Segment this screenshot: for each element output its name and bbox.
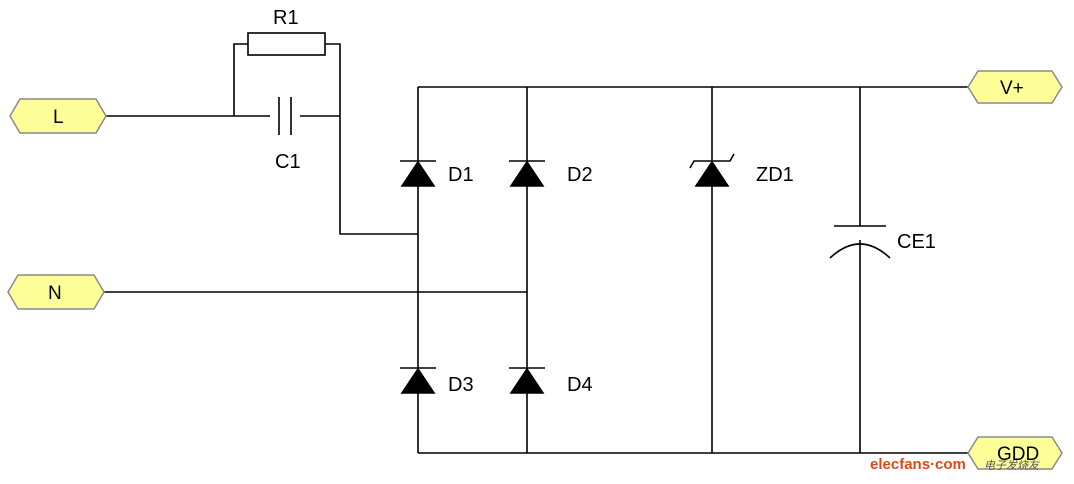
- label-d1: D1: [448, 164, 474, 186]
- watermark-cn: 电子发烧友: [984, 459, 1041, 472]
- watermark-site: elecfans·com: [870, 456, 966, 473]
- wire-r1-right: [325, 43, 341, 116]
- port-l-label: L: [53, 107, 64, 128]
- port-vplus: V+: [967, 70, 1063, 104]
- label-c1: C1: [275, 151, 301, 173]
- port-vplus-label: V+: [1000, 78, 1024, 99]
- diode-d3: [400, 367, 436, 394]
- label-ce1: CE1: [897, 231, 936, 253]
- label-zd1: ZD1: [756, 164, 794, 186]
- label-d4: D4: [567, 374, 593, 396]
- wire-to-bridge-left: [339, 116, 418, 235]
- resistor-r1: [247, 32, 326, 56]
- watermark: elecfans·com 电子发烧友: [870, 456, 1041, 473]
- capacitor-c1: [278, 97, 292, 135]
- wire-r1-left: [233, 43, 248, 116]
- port-gnd-label: GDD: [997, 444, 1039, 465]
- zener-zd1: [689, 153, 735, 187]
- label-d2: D2: [567, 164, 593, 186]
- label-d3: D3: [448, 374, 474, 396]
- port-l: L: [9, 98, 107, 134]
- capacitor-ce1: [829, 225, 891, 259]
- port-n: N: [7, 274, 105, 310]
- port-gnd: GDD: [967, 436, 1063, 470]
- port-n-label: N: [48, 283, 62, 304]
- diode-d4: [509, 367, 545, 394]
- diode-d1: [400, 160, 436, 187]
- label-r1: R1: [273, 7, 299, 29]
- diode-d2: [509, 160, 545, 187]
